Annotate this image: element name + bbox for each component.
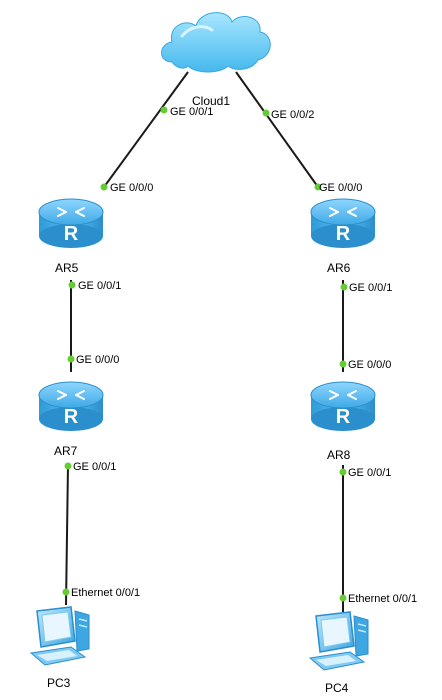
link-ar7-pc3[interactable] (65, 464, 69, 606)
port-dot (67, 355, 75, 363)
port-label-ar8-ge001: GE 0/0/1 (348, 467, 391, 479)
port-dot (339, 468, 347, 476)
port-label-ar6-ge000: GE 0/0/0 (319, 182, 362, 194)
port-dot (64, 462, 72, 470)
port-label-ar6-ge001: GE 0/0/1 (349, 282, 392, 294)
pc4-label: PC4 (325, 681, 349, 695)
port-label-ar5-ge000: GE 0/0/0 (110, 182, 153, 194)
port-label-pc4-eth001: Ethernet 0/0/1 (348, 593, 417, 605)
pc3-pc-icon[interactable] (30, 606, 90, 666)
ar5-router-icon[interactable] (38, 198, 104, 249)
port-dot (68, 281, 76, 289)
port-dot (340, 283, 348, 291)
port-label-ar7-ge001: GE 0/0/1 (73, 461, 116, 473)
ar6-router-icon[interactable] (310, 198, 376, 249)
pc3-label: PC3 (47, 676, 71, 690)
ar7-label: AR7 (54, 444, 78, 458)
pc4-pc-icon[interactable] (309, 611, 369, 671)
port-dot (160, 106, 168, 114)
port-dot (262, 109, 270, 117)
cloud1-label: Cloud1 (192, 94, 230, 108)
ar8-router-icon[interactable] (310, 381, 376, 432)
port-label-cloud1-ge002: GE 0/0/2 (271, 109, 314, 121)
port-label-ar5-ge001: GE 0/0/1 (78, 280, 121, 292)
port-dot (339, 360, 347, 368)
ar7-router-icon[interactable] (38, 381, 104, 432)
port-dot (62, 588, 70, 596)
ar8-label: AR8 (327, 448, 351, 462)
port-dot (314, 183, 322, 191)
port-label-cloud1-ge001: GE 0/0/1 (170, 106, 213, 118)
link-cloud1-ar6[interactable] (235, 71, 319, 188)
port-label-ar7-ge000: GE 0/0/0 (76, 354, 119, 366)
port-dot (100, 183, 108, 191)
port-label-ar8-ge000: GE 0/0/0 (348, 359, 391, 371)
ar5-label: AR5 (55, 261, 79, 275)
port-dot (339, 594, 347, 602)
link-cloud1-ar5[interactable] (103, 71, 189, 188)
port-label-pc3-eth001: Ethernet 0/0/1 (71, 587, 140, 599)
ar6-label: AR6 (327, 261, 351, 275)
cloud-icon[interactable] (161, 12, 271, 73)
